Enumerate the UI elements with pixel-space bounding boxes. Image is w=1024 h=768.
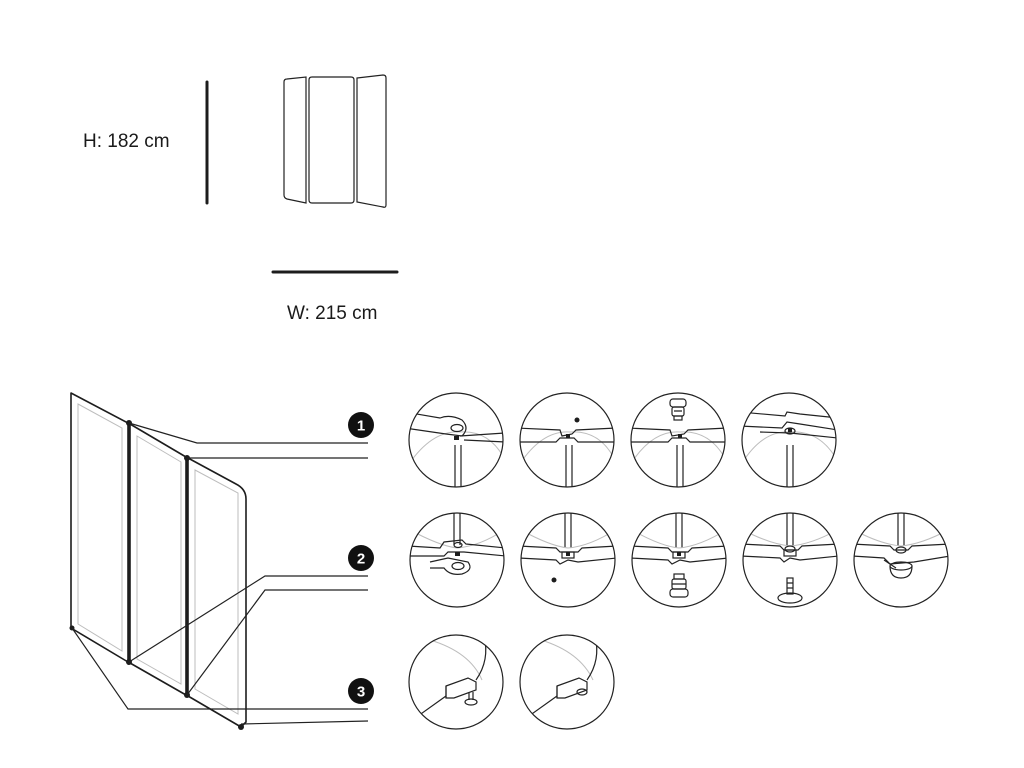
detail-1b-screw-icon bbox=[519, 392, 615, 488]
detail-3b-foot-assembled-icon bbox=[519, 634, 615, 730]
detail-2c-bushing-icon bbox=[631, 512, 727, 608]
screen-right-panel bbox=[356, 74, 387, 208]
screen-middle-panel bbox=[308, 76, 355, 204]
detail-2b-screw-icon bbox=[520, 512, 616, 608]
step-number-2: 2 bbox=[357, 551, 365, 568]
step-number-3: 3 bbox=[357, 684, 365, 701]
detail-1a-hinge-icon bbox=[408, 392, 504, 488]
screen-left-panel bbox=[283, 76, 307, 204]
leader-lines bbox=[71, 422, 369, 725]
perspective-panel-1 bbox=[70, 392, 129, 663]
detail-1d-hinge-assembled-icon bbox=[741, 392, 837, 488]
step-number-1: 1 bbox=[357, 418, 365, 435]
step-badge-2: 2 bbox=[348, 545, 374, 571]
detail-2d-screw-insert-icon bbox=[742, 512, 838, 608]
step-badge-1: 1 bbox=[348, 412, 374, 438]
folded-screen-front-view bbox=[283, 74, 387, 208]
step-badge-3: 3 bbox=[348, 678, 374, 704]
height-dimension-label: H: 182 cm bbox=[83, 131, 170, 152]
perspective-panel-2 bbox=[129, 423, 187, 696]
detail-2a-hinge-icon bbox=[409, 512, 505, 608]
detail-2e-screw-fixed-icon bbox=[853, 512, 949, 608]
detail-1c-bushing-icon bbox=[630, 392, 726, 488]
perspective-panel-3 bbox=[187, 457, 247, 728]
detail-3a-foot-icon bbox=[408, 634, 504, 730]
width-dimension-label: W: 215 cm bbox=[287, 303, 378, 324]
